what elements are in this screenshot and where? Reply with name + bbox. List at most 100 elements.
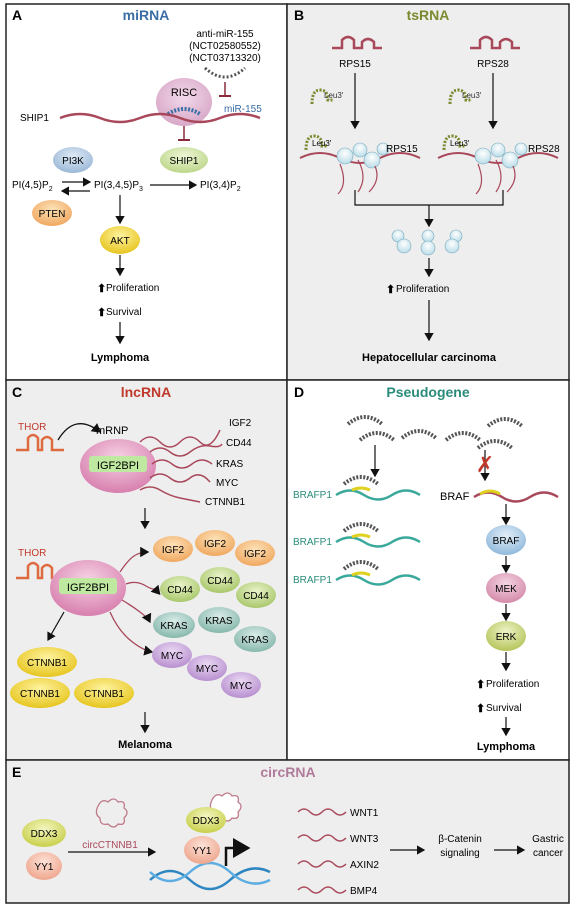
pi34p2-label: PI(3,4)P2 [200, 180, 241, 193]
ribosome [514, 142, 528, 156]
d-survival: Survival [486, 703, 522, 714]
yy1-label-2: YY1 [193, 846, 212, 857]
bmp4-transcript [297, 886, 347, 894]
ctnnb1-protein [10, 678, 70, 708]
circctnnb1-label: circCTNNB1 [82, 840, 138, 851]
kras-protein-label: KRAS [160, 621, 188, 632]
ribosome [420, 240, 436, 256]
b-proliferation: Proliferation [396, 284, 449, 295]
ribosome [396, 238, 412, 254]
trial-id-1: (NCT02580552) [189, 41, 261, 52]
cd44-protein [236, 582, 276, 608]
igf2-protein [235, 540, 275, 566]
nascent-peptides [337, 159, 378, 195]
mirna-bound [342, 522, 380, 533]
leu-bound-2 [442, 134, 466, 151]
rps28-label: RPS28 [528, 144, 560, 155]
ddx3-protein-1 [22, 819, 66, 847]
akt-label: AKT [110, 236, 129, 247]
pten-label: PTEN [39, 209, 66, 220]
myc-protein-label: MYC [230, 681, 252, 692]
panel-d-title: Pseudogene [386, 384, 469, 400]
anti-mir-label: anti-miR-155 [196, 29, 254, 40]
igf2bp1-label-bg [59, 578, 117, 594]
igf2-protein-label: IGF2 [244, 549, 267, 560]
brafp1-transcript-3 [335, 574, 421, 586]
ribosome [490, 142, 506, 158]
up-arrow-icon: ⬆ [476, 703, 485, 715]
a-proliferation: Proliferation [106, 283, 159, 294]
wnt3-transcript [297, 834, 347, 842]
outcome-line-1: Gastric [532, 834, 564, 845]
ctnnb1-output [47, 611, 65, 642]
myc-transcript [149, 473, 211, 483]
yy1-protein-1 [26, 852, 62, 880]
kras-protein [153, 612, 195, 638]
cd44-protein [200, 567, 240, 593]
ribosome [501, 151, 519, 169]
myc-output [109, 611, 154, 656]
igf2bp1-label-1: IGF2BPI [97, 460, 139, 472]
mek-label: MEK [495, 584, 517, 595]
up-arrow-icon: ⬆ [476, 679, 485, 691]
braf-mrna-label: BRAF [440, 491, 470, 503]
yy1-label-1: YY1 [35, 862, 54, 873]
seed-region [351, 533, 371, 539]
rps15-gene-shape [332, 35, 382, 50]
ship1-mrna-label: SHIP1 [20, 113, 49, 124]
erk-label: ERK [496, 632, 517, 643]
myc-protein [152, 642, 192, 668]
up-arrow-icon: ⬆ [386, 284, 395, 296]
mir155-label: miR-155 [224, 104, 262, 115]
kras-protein [198, 607, 240, 633]
rps28-top-label: RPS28 [477, 59, 509, 70]
myc-protein-label: MYC [161, 651, 183, 662]
cd44-output [125, 581, 161, 596]
panel-d-letter: D [294, 384, 304, 400]
anti-mir-strand [203, 66, 247, 79]
dna-strand-2 [149, 861, 271, 885]
seed-region [479, 489, 501, 496]
dna-strand-1 [149, 867, 271, 891]
leu-bound-1 [304, 134, 328, 151]
pi3k-label: PI3K [62, 156, 84, 167]
igf2-protein [195, 530, 235, 556]
cd44-protein [160, 576, 200, 602]
ddx3-label-2: DDX3 [193, 816, 220, 827]
ribosome [421, 229, 435, 243]
kras-transcript [151, 459, 213, 469]
gene-axin2: AXIN2 [350, 860, 379, 871]
signaling-line-2: signaling [440, 848, 479, 859]
leu-label-1: Leu3′ [324, 91, 344, 100]
seed-region [351, 571, 371, 577]
leu-tsrna-2 [448, 88, 472, 105]
ribosome [444, 238, 460, 254]
ctnnb1-protein [74, 678, 134, 708]
brafp1-transcript-2 [335, 536, 421, 548]
panel-b-letter: B [294, 7, 304, 23]
d-outcome: Lymphoma [477, 741, 536, 753]
ddx3-label-1: DDX3 [31, 829, 58, 840]
leu-tsrna-1 [310, 88, 334, 105]
ship1-label: SHIP1 [170, 156, 199, 167]
pten-node [32, 200, 72, 226]
thor-label-2: THOR [18, 548, 46, 559]
transcription-start-arrow [224, 838, 251, 866]
cd44-protein-label: CD44 [207, 576, 233, 587]
panel-b-title: tsRNA [407, 7, 450, 23]
mirna-arc [358, 431, 396, 442]
target-myc: MYC [216, 478, 238, 489]
panel-c-title: lncRNA [121, 384, 172, 400]
ctnnb1-protein-label: CTNNB1 [20, 689, 60, 700]
brafp1-label-2: BRAFP1 [293, 537, 332, 548]
cd44-protein-label: CD44 [243, 591, 269, 602]
nascent-peptides [475, 159, 516, 195]
igf2-protein-label: IGF2 [162, 545, 185, 556]
cd44-transcript [149, 443, 223, 457]
mrnp-label: mRNP [96, 425, 128, 437]
leu-bound-label-1: Leu3′ [312, 139, 332, 148]
igf2-output [119, 546, 150, 573]
brafp1-label-1: BRAFP1 [293, 490, 332, 501]
gene-wnt1: WNT1 [350, 808, 379, 819]
